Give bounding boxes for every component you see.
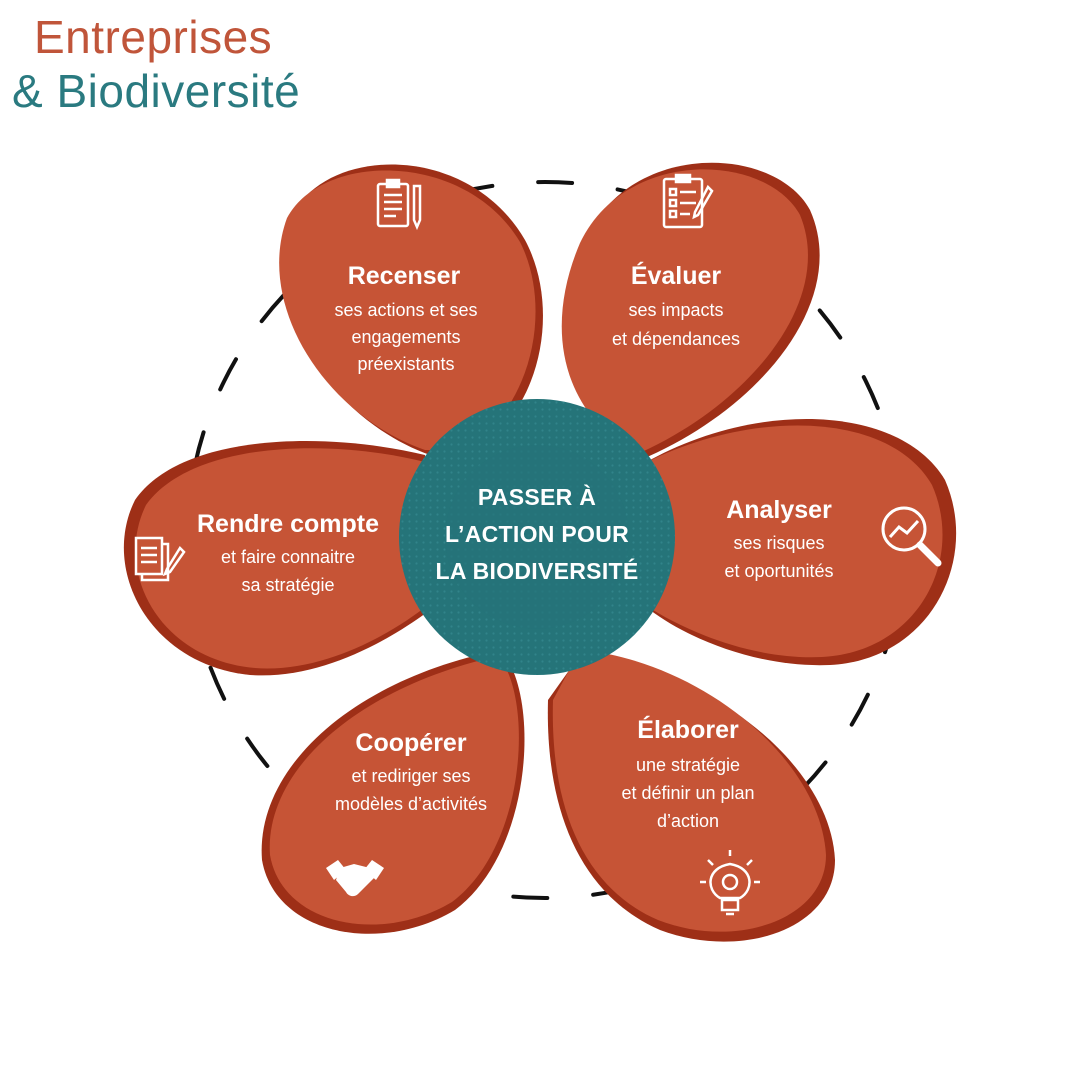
clipboard-pen-icon [376,178,422,231]
documents-pen-icon [134,536,186,582]
petal-cooperer-line-2: modèles d’activités [335,794,487,814]
petal-analyser-title: Analyser [726,496,832,524]
petal-recenser-title: Recenser [348,262,461,290]
petal-rendre-compte[interactable]: Rendre compte et faire connaitre sa stra… [123,441,430,676]
petal-analyser[interactable]: Analyser ses risques et oportunités [645,418,957,666]
petal-cooperer-line-1: et rediriger ses [351,766,470,786]
petal-elaborer[interactable]: Élaborer une stratégie et définir un pla… [547,650,835,942]
petal-evaluer-line-2: et dépendances [612,329,740,349]
center-circle: PASSER À L’ACTION POUR LA BIODIVERSITÉ [399,399,675,675]
lightbulb-gear-icon [700,850,760,916]
logo-line-1: Entreprises [34,11,273,63]
center-line-3: LA BIODIVERSITÉ [436,557,639,584]
petal-evaluer[interactable]: Évaluer ses impacts et dépendances [561,162,820,460]
petal-analyser-line-2: et oportunités [724,561,833,581]
logo: Entreprises & Biodiversité [12,14,300,114]
handshake-icon [326,860,384,897]
petal-recenser[interactable]: Recenser ses actions et ses engagements … [279,164,543,455]
checklist-icon [662,173,714,229]
petal-elaborer-line-2: et définir un plan [621,783,754,803]
petal-recenser-line-2: engagements [351,327,460,347]
petal-rendre-compte-line-2: sa stratégie [241,575,334,595]
center-line-1: PASSER À [478,483,596,510]
petal-rendre-compte-title: Rendre compte [197,510,379,538]
petal-analyser-line-1: ses risques [733,533,824,553]
petal-evaluer-line-1: ses impacts [628,300,723,320]
petal-cooperer-title: Coopérer [355,729,466,757]
petal-cooperer[interactable]: Coopérer et rediriger ses modèles d’acti… [261,650,525,934]
logo-line-2: & Biodiversité [12,65,301,117]
petal-evaluer-title: Évaluer [631,261,722,290]
petal-recenser-line-3: préexistants [357,354,454,374]
petal-recenser-line-1: ses actions et ses [334,300,477,320]
petal-elaborer-title: Élaborer [637,715,739,744]
petal-rendre-compte-line-1: et faire connaitre [221,547,355,567]
petal-elaborer-line-1: une stratégie [636,755,740,775]
center-line-2: L’ACTION POUR [445,521,629,547]
petal-elaborer-line-3: d’action [657,811,719,831]
magnifier-chart-icon [881,506,942,567]
